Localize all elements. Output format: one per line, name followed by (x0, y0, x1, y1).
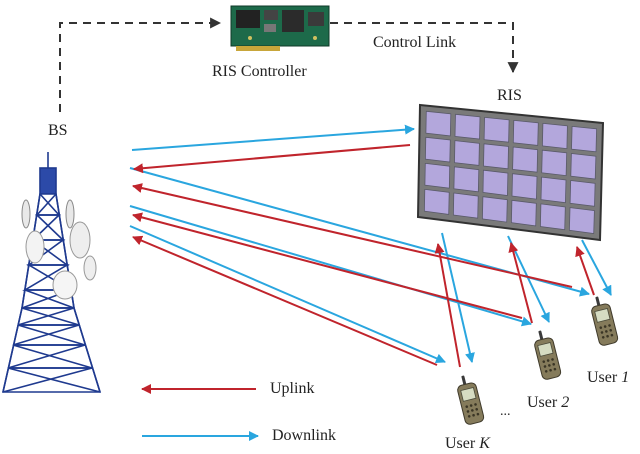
ris-element (481, 196, 508, 223)
ris-element (424, 136, 451, 163)
ris-element (512, 146, 539, 173)
ris-element (570, 153, 597, 180)
ris-element (568, 207, 595, 234)
ris-element (453, 166, 480, 193)
users-ellipsis: ... (500, 404, 511, 419)
downlink-bs-userk-arrow (129, 225, 446, 364)
uplink-user1-bs-arrow (132, 183, 573, 288)
ris-element (541, 122, 568, 150)
ris-controller-label: RIS Controller (212, 63, 307, 80)
bs-controller-link (59, 17, 222, 112)
ris-elements (423, 110, 598, 234)
bs-antenna-dishes-icon (21, 199, 97, 300)
uplink-user2-bs-arrow (132, 212, 523, 319)
uplink-user2-ris-arrow (508, 242, 533, 324)
user-k-label: User K (445, 435, 490, 452)
ris-element (483, 143, 509, 170)
uplink-ris-bs-arrow (133, 144, 411, 174)
bs-label: BS (48, 122, 68, 139)
legend-downlink-label: Downlink (272, 427, 336, 444)
ris-element (512, 119, 539, 146)
user-1-label: User 1 (587, 369, 630, 386)
ris-element (510, 199, 537, 227)
ris-element (425, 110, 452, 137)
downlink-bs-user2-arrow (129, 205, 532, 327)
downlink-ris-userk-arrow (441, 232, 475, 363)
legend-uplink-label: Uplink (270, 380, 315, 397)
ris-element (483, 116, 510, 143)
ris-element (571, 125, 598, 153)
ris-element (482, 169, 509, 196)
ris-element (424, 162, 451, 189)
ris-element (452, 192, 479, 219)
ris-label: RIS (497, 87, 522, 104)
uplink-userk-bs-arrow (132, 235, 438, 366)
ris-controller-board-icon (230, 5, 330, 51)
ris-element (454, 140, 480, 166)
user-1-phone-icon (587, 293, 620, 347)
downlink-bs-ris-arrow (131, 124, 415, 151)
ris-element (541, 149, 568, 177)
ris-element (540, 176, 567, 204)
ris-element (539, 203, 566, 231)
control-link (330, 22, 519, 74)
uplink-user1-ris-arrow (575, 246, 595, 296)
ris-panel (416, 103, 605, 242)
ris-element (511, 173, 538, 200)
ris-element (454, 113, 481, 140)
ris-element (569, 180, 596, 207)
downlink-ris-user1-arrow (581, 239, 612, 296)
user-2-phone-icon (530, 327, 563, 381)
ris-element (423, 188, 450, 215)
user-k-phone-icon (453, 372, 486, 426)
uplink-userk-ris-arrow (434, 243, 461, 368)
control-link-label: Control Link (373, 34, 457, 51)
user-2-label: User 2 (527, 394, 570, 411)
